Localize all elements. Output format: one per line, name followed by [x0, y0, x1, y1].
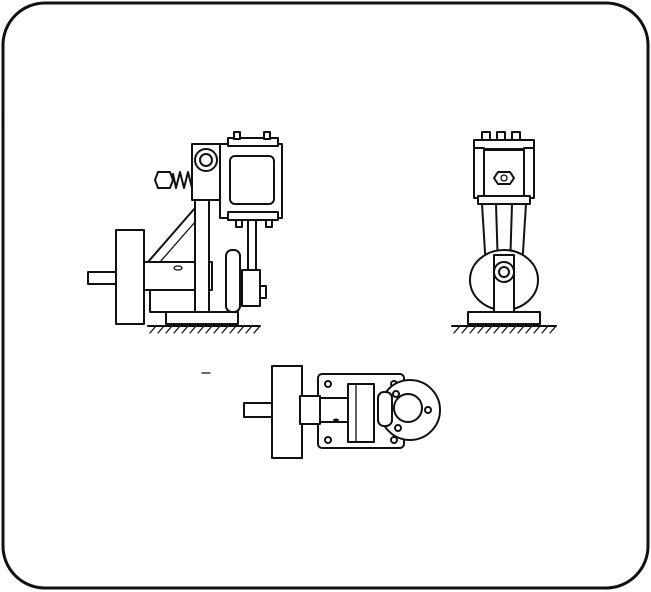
brace-inner-line [159, 221, 196, 263]
hex-nut-front [493, 171, 515, 185]
front-bolt-1 [481, 131, 491, 141]
plan-crosshead [347, 383, 375, 443]
oil-hole [173, 265, 183, 271]
plan-crank-pin-1 [392, 390, 400, 398]
side-elevation-view [87, 131, 283, 334]
plan-bearing-cap-left [299, 395, 321, 425]
front-base-plate [467, 311, 541, 325]
ground-hatch [149, 325, 261, 334]
front-ground-hatch [453, 325, 557, 334]
pivot-ring [194, 148, 218, 172]
plan-bolt-hole-3 [324, 436, 332, 444]
plan-bolt-hole-1 [324, 380, 332, 388]
front-guide-right [523, 147, 535, 199]
crank-pin-cap [259, 285, 267, 299]
plan-crank-pin-3 [394, 424, 402, 432]
front-crank-boss [493, 261, 515, 283]
plan-oil-mark [333, 418, 339, 422]
hex-nut-hole [500, 174, 508, 182]
bottom-bolt-1 [235, 219, 243, 228]
spring-coil [172, 171, 193, 189]
front-bottom-cap [477, 195, 531, 205]
diagonal-brace [147, 207, 196, 263]
plan-flywheel [271, 365, 303, 459]
crosshead-window [229, 155, 275, 205]
top-cap [227, 137, 279, 147]
plan-crank-pin-2 [424, 406, 432, 414]
cap-bolt-2 [263, 131, 271, 140]
front-guide-left [473, 147, 485, 199]
crank-disc [225, 249, 241, 313]
plan-link [377, 391, 393, 427]
hex-nut [154, 171, 174, 189]
pivot-pin [199, 153, 213, 167]
front-crank-hole [498, 266, 510, 278]
base-plate [165, 311, 239, 325]
shaft [87, 271, 119, 285]
front-bolt-2 [496, 131, 506, 141]
flywheel [115, 229, 145, 325]
front-bolt-3 [511, 131, 521, 141]
front-elevation-view [451, 131, 557, 334]
plan-crank-hub [393, 393, 423, 423]
cap-bolt-1 [233, 131, 241, 140]
top-plan-view [201, 365, 441, 459]
bottom-cap [227, 211, 279, 221]
frame-column [194, 195, 210, 315]
connecting-rod [247, 219, 257, 271]
bottom-bolt-2 [265, 219, 273, 228]
plan-bolt-hole-4 [390, 436, 398, 444]
plan-shaft [243, 402, 275, 418]
crank-pin-block [241, 269, 261, 307]
